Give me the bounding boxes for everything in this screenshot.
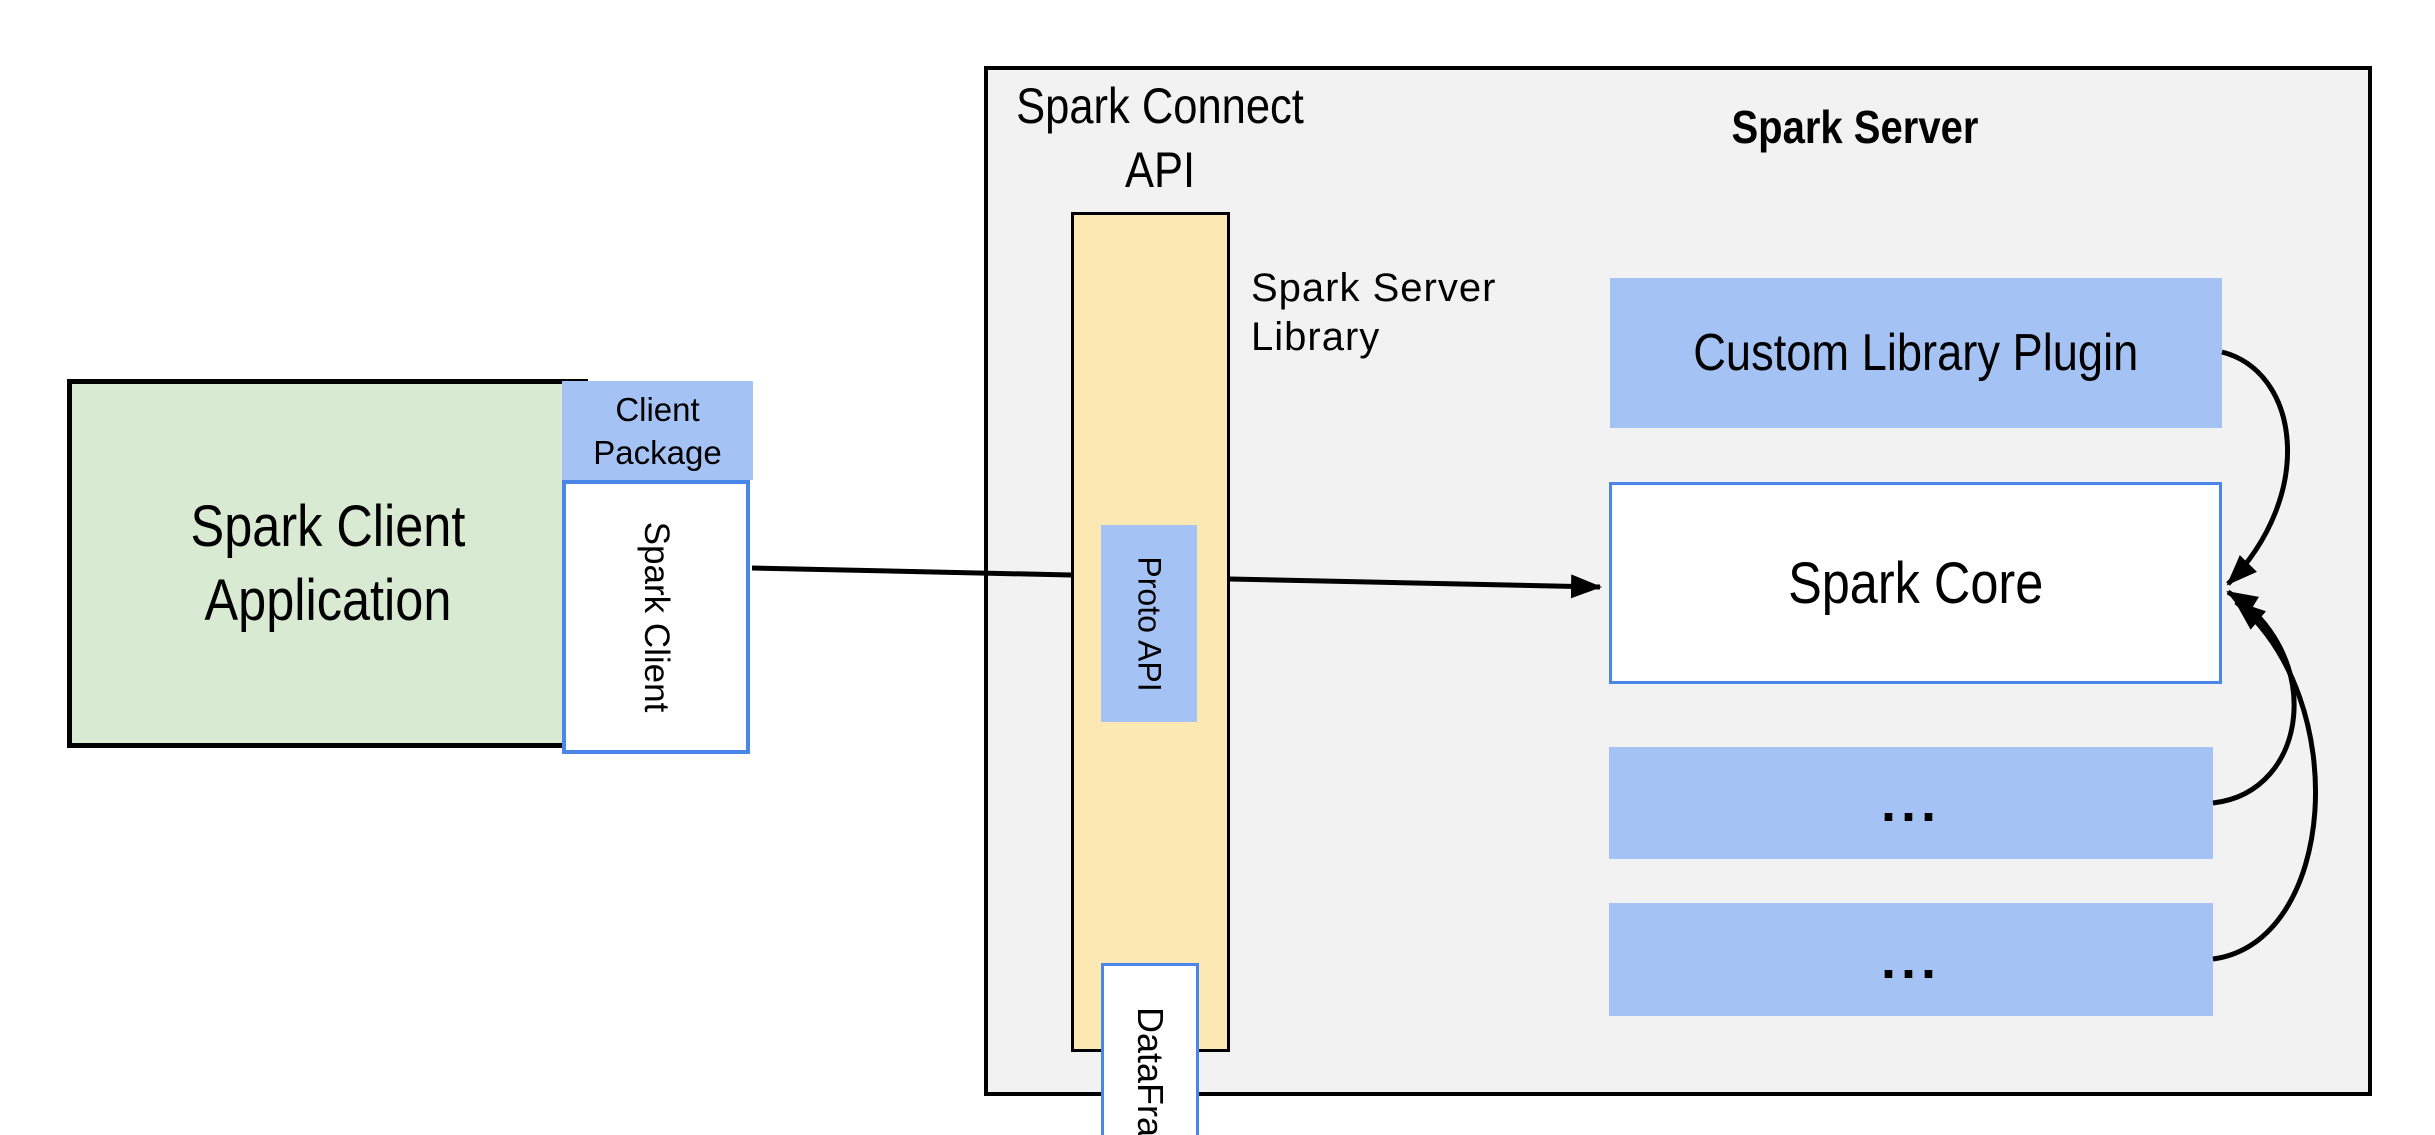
client-package-line2: Package [593,433,722,471]
plugin-slot-2-label: ... [1880,929,1941,990]
plugin-slot-box-1: ... [1609,747,2213,859]
spark-server-library-line2: Library [1251,315,1381,359]
dataframe-api-box: DataFrame API [1101,963,1199,1135]
spark-connect-api-label: Spark Connect API [960,74,1360,202]
spark-server-library-label: Spark Server Library [1251,264,1581,362]
spark-client-box: Spark Client [562,480,750,754]
spark-server-title-text: Spark Server [1731,101,1979,153]
proto-api-box-label: Proto API [1131,555,1168,692]
spark-connect-api-label-line1: Spark Connect [1016,78,1304,134]
client-package-line1: Client [615,390,700,428]
plugin-slot-1-label: ... [1880,773,1941,833]
spark-core-box: Spark Core [1609,482,2222,684]
plugin-slot-box-2: ... [1609,903,2213,1016]
spark-core-label: Spark Core [1787,550,2044,616]
proto-api-box: Proto API [1101,525,1197,722]
spark-client-application-line2: Application [204,567,451,633]
spark-server-title: Spark Server [1655,100,2055,154]
custom-library-plugin-label: Custom Library Plugin [1693,324,2139,382]
spark-client-application-line1: Spark Client [190,493,465,559]
dataframe-api-box-label: DataFrame API [1130,1006,1171,1135]
spark-client-application-box: Spark Client Application [67,379,588,748]
spark-client-box-label: Spark Client [637,521,676,713]
custom-library-plugin-box: Custom Library Plugin [1610,278,2222,428]
spark-connect-api-label-line2: API [1124,142,1196,198]
client-package-box: Client Package [562,381,753,480]
spark-server-library-line1: Spark Server [1251,266,1497,310]
